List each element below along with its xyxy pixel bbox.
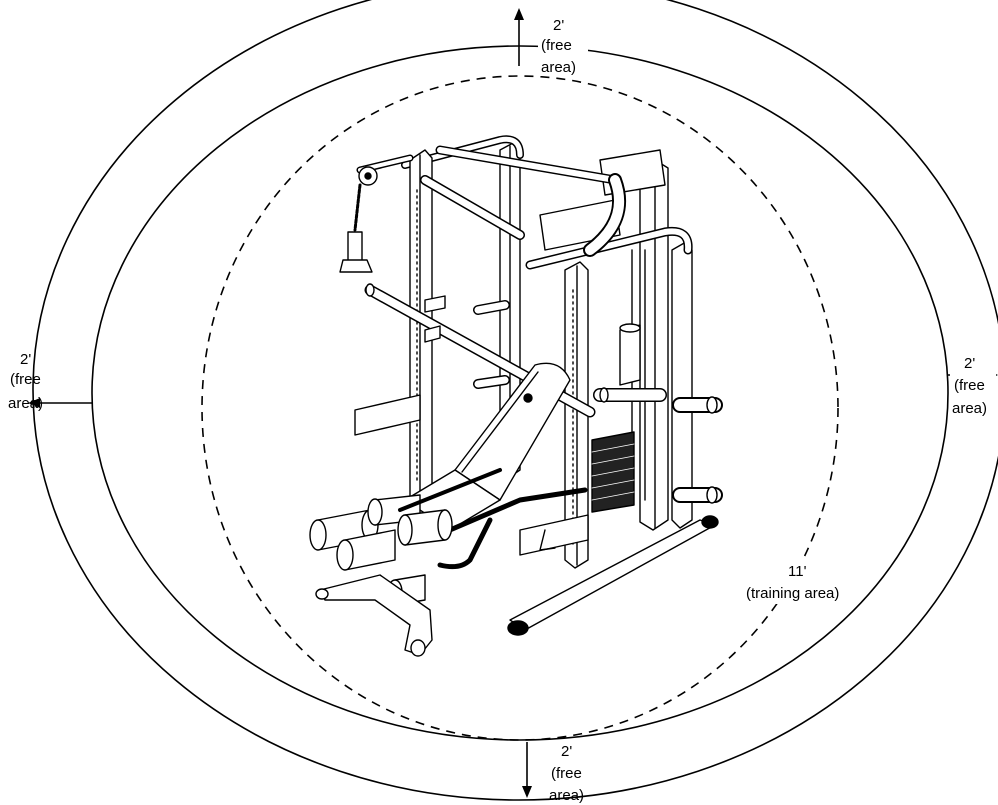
left-dimension-arrow <box>28 398 92 408</box>
right-line1-text: (free <box>954 377 985 394</box>
bottom-dim-text: 2' <box>561 743 572 760</box>
training-area-label: 11' (training area) <box>745 558 857 604</box>
bottom-line1-text: (free <box>551 765 582 782</box>
top-line2-text: area) <box>541 59 576 76</box>
left-line1-text: (free <box>10 371 41 388</box>
top-free-area-label: 2' (free area) <box>538 14 588 76</box>
left-free-area-label: 2' (free area) <box>8 351 43 412</box>
bottom-free-area-label: 2' (free area) <box>549 743 584 804</box>
top-dimension-arrow <box>514 8 524 66</box>
right-dim-text: 2' <box>964 355 975 372</box>
bottom-line2-text: area) <box>549 787 584 804</box>
training-area-circle <box>201 75 839 741</box>
inner-free-area-boundary <box>91 45 949 741</box>
outer-free-area-boundary <box>32 0 998 801</box>
home-gym-machine-illustration <box>309 135 723 657</box>
left-dim-text: 2' <box>20 351 31 368</box>
top-line1-text: (free <box>541 37 572 54</box>
training-line1-text: (training area) <box>746 585 839 602</box>
right-line2-text: area) <box>952 400 987 417</box>
bottom-dimension-arrow <box>522 742 532 798</box>
right-free-area-label: 2' (free area) <box>950 352 996 417</box>
top-dim-text: 2' <box>553 17 564 34</box>
left-line2-text: area) <box>8 395 43 412</box>
training-dim-text: 11' <box>788 563 807 580</box>
